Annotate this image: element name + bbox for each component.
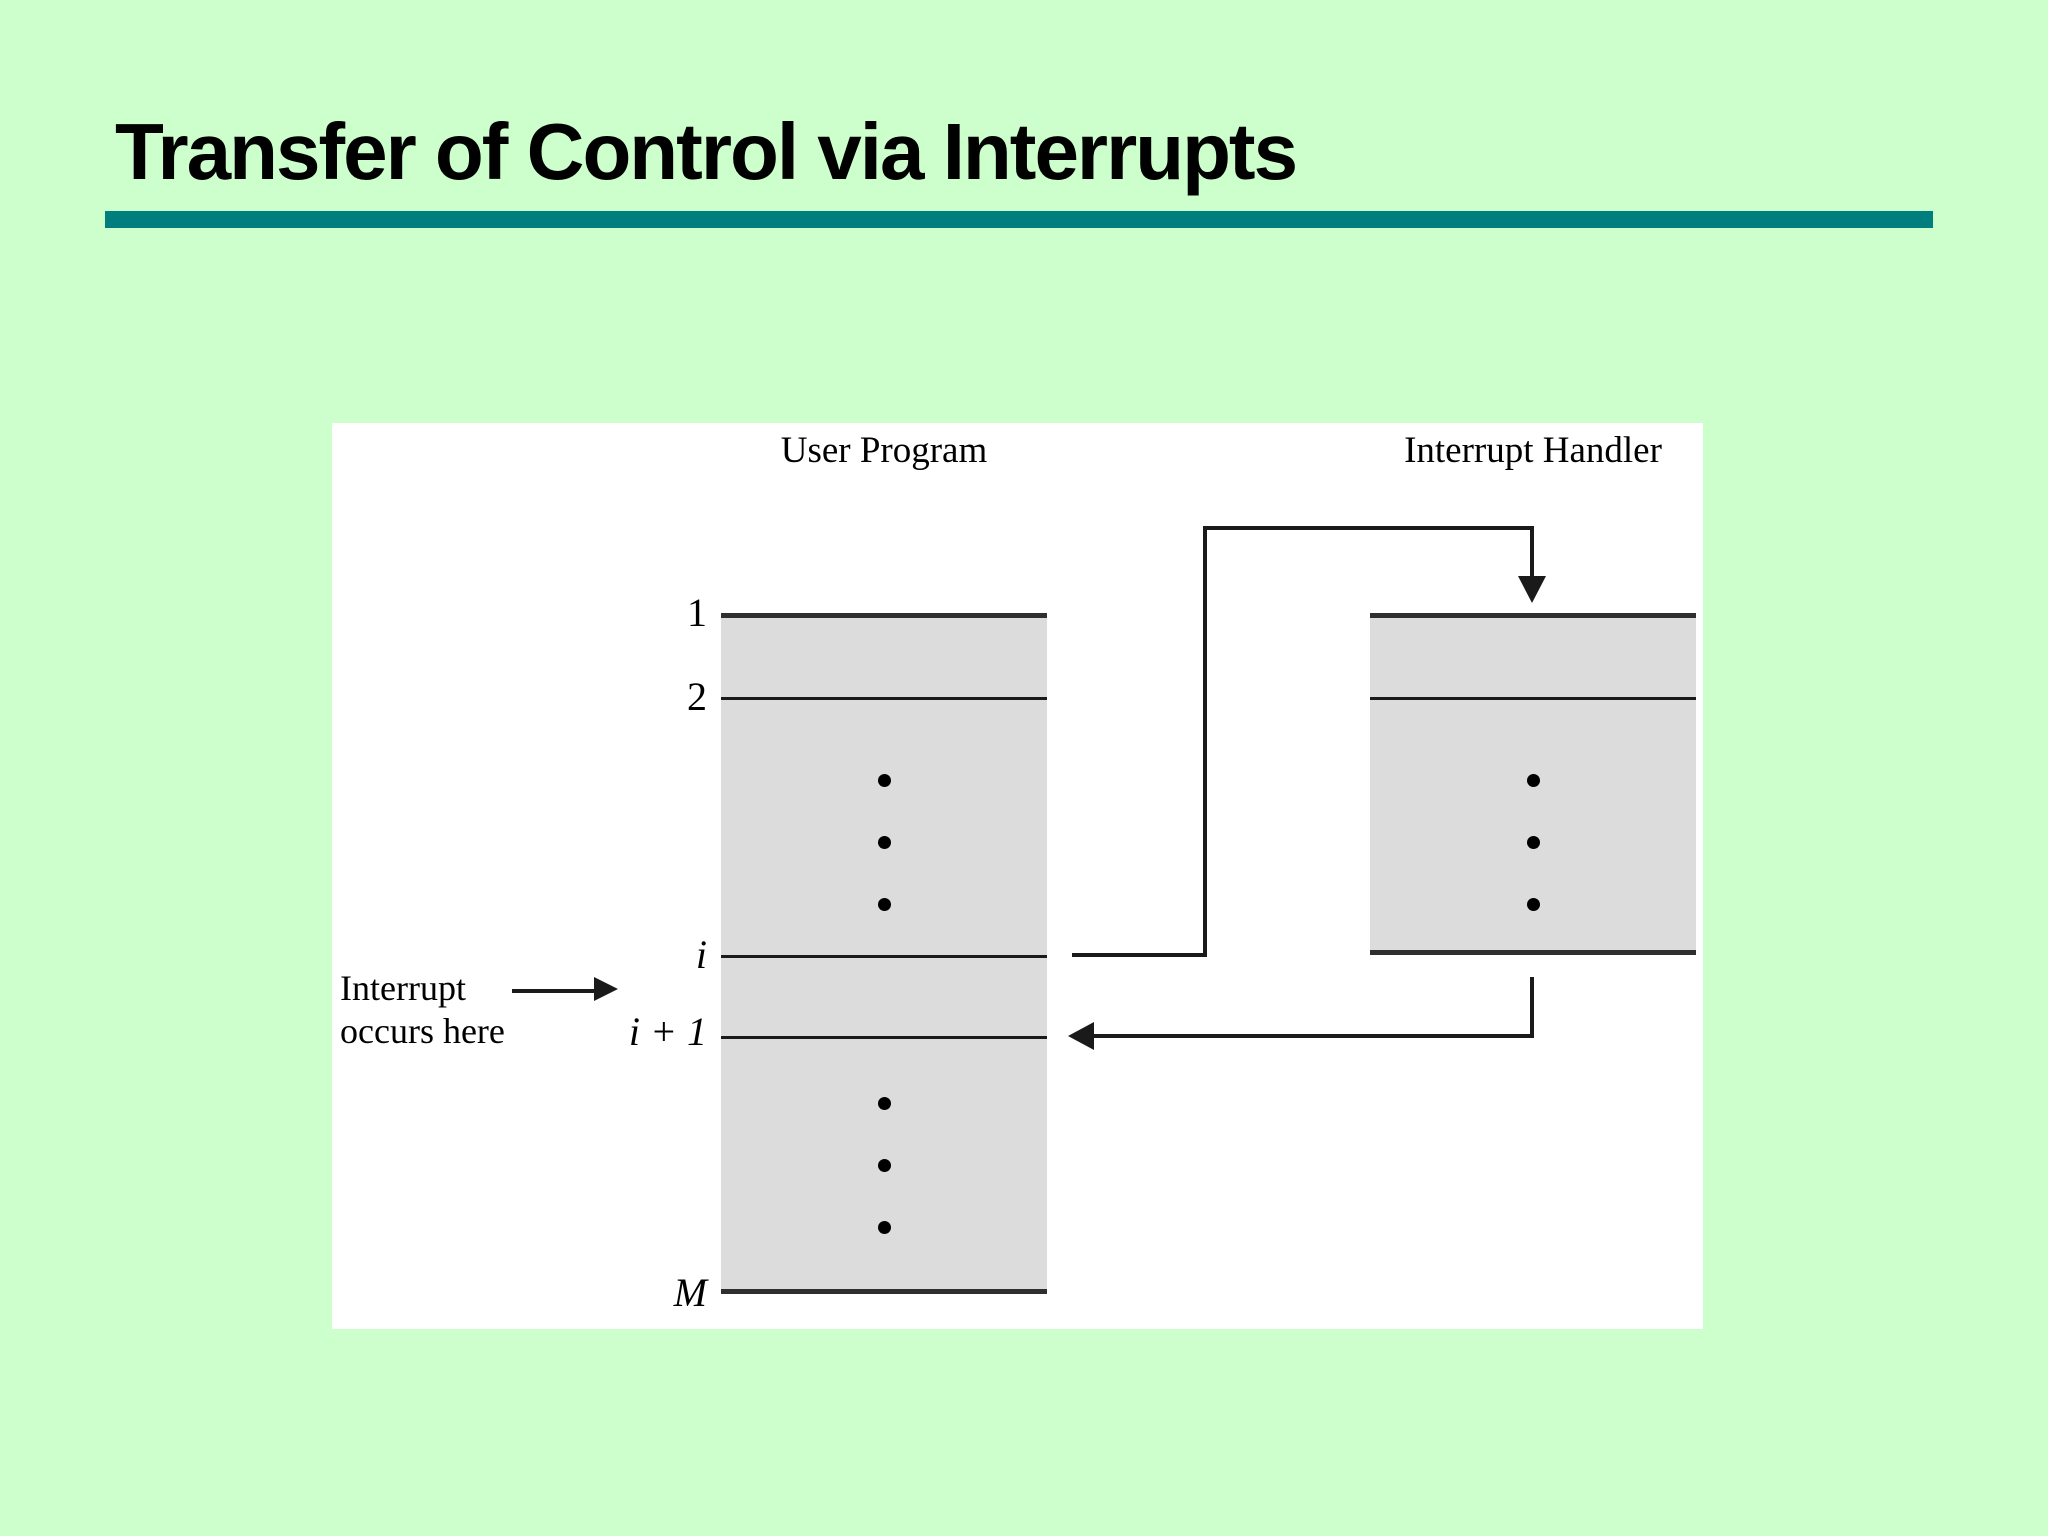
- row-line-1: [721, 613, 1047, 618]
- row-line-i: [721, 955, 1047, 958]
- dot: [878, 898, 891, 911]
- row-line-m: [721, 1289, 1047, 1294]
- interrupt-handler-ellipsis: [1527, 774, 1540, 911]
- user-program-title: User Program: [780, 430, 988, 471]
- row-label-1: 1: [687, 590, 707, 635]
- arrowhead-right-icon: [594, 977, 618, 1001]
- title-underline: [105, 211, 1933, 228]
- dot: [878, 1221, 891, 1234]
- handler-bottom-line: [1370, 950, 1696, 955]
- call-arrow-top: [1203, 526, 1534, 530]
- row-label-i-plus-1: i + 1: [628, 1009, 707, 1054]
- dot: [878, 1159, 891, 1172]
- row-label-i: i: [695, 932, 707, 977]
- slide-title: Transfer of Control via Interrupts: [115, 107, 1298, 196]
- dot: [1527, 774, 1540, 787]
- annotation-line-1: Interrupt: [340, 968, 466, 1008]
- handler-mid-line: [1370, 697, 1696, 700]
- dot: [1527, 898, 1540, 911]
- dot: [1527, 836, 1540, 849]
- row-label-m: M: [673, 1270, 707, 1315]
- arrowhead-left-icon: [1068, 1022, 1094, 1050]
- return-arrow-horizontal: [1094, 1034, 1534, 1038]
- dot: [878, 1097, 891, 1110]
- user-program-lower-ellipsis: [878, 1097, 891, 1234]
- handler-top-line: [1370, 613, 1696, 618]
- user-program-upper-ellipsis: [878, 774, 891, 911]
- interrupt-annotation: Interrupt occurs here: [340, 967, 505, 1053]
- call-arrow-from-i: [1072, 953, 1205, 957]
- row-line-i-plus-1: [721, 1036, 1047, 1039]
- dot: [878, 836, 891, 849]
- dot: [878, 774, 891, 787]
- annotation-arrow: [512, 989, 594, 993]
- user-program-column: [721, 613, 1047, 1294]
- interrupt-handler-title: Interrupt Handler: [1404, 430, 1662, 471]
- call-arrow-drop: [1530, 528, 1534, 578]
- row-line-2: [721, 697, 1047, 700]
- return-arrow-drop: [1530, 977, 1534, 1038]
- diagram-panel: User Program Interrupt Handler 1 2 i i +…: [332, 423, 1703, 1329]
- row-label-2: 2: [687, 674, 707, 719]
- arrowhead-down-icon: [1518, 576, 1546, 603]
- annotation-line-2: occurs here: [340, 1011, 505, 1051]
- call-arrow-riser: [1203, 526, 1207, 957]
